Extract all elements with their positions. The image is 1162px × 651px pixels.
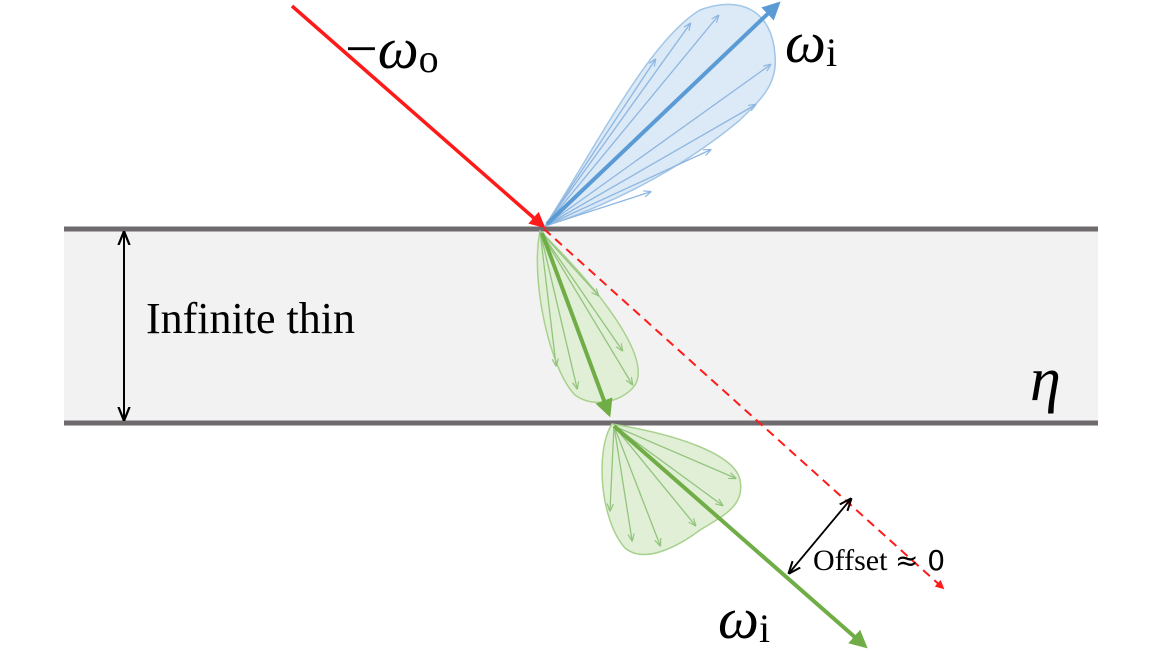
incident-ray (290, 4, 546, 229)
offset-label: Offset ≈ 0 (813, 544, 945, 577)
offset-double-arrow (790, 500, 850, 572)
transmission-lobe-inner (536, 229, 639, 404)
ior-label: η (1030, 346, 1061, 414)
incident-direction-label: −ωo (345, 16, 439, 81)
transmitted-ray-inner (540, 232, 613, 418)
transmitted-direction-label: ωi (718, 586, 770, 651)
reflected-ray (545, 1, 781, 226)
transmission-lobe-outer (601, 423, 742, 556)
reflected-direction-label: ωi (785, 10, 837, 75)
transmitted-ray-outer (612, 424, 868, 649)
layer-label: Infinite thin (146, 294, 355, 343)
